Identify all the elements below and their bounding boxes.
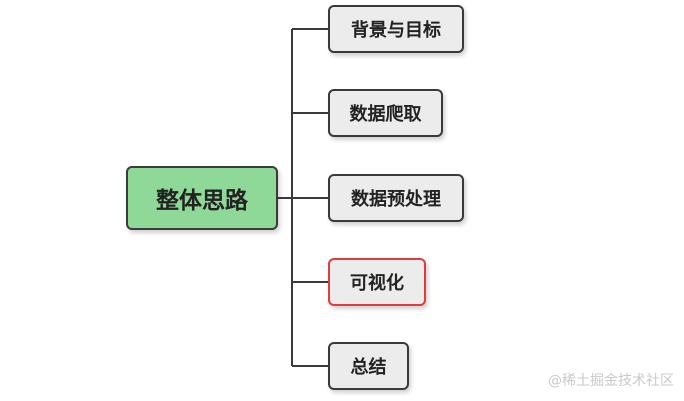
node-background-and-goals[interactable]: 背景与目标 xyxy=(328,5,464,53)
node-data-preprocessing[interactable]: 数据预处理 xyxy=(328,174,464,222)
node-label: 数据爬取 xyxy=(349,104,422,125)
node-label: 背景与目标 xyxy=(351,20,441,41)
node-label: 总结 xyxy=(350,357,387,378)
watermark-text: @稀土掘金技术社区 xyxy=(548,373,674,389)
node-data-crawling[interactable]: 数据爬取 xyxy=(328,89,443,137)
node-label: 可视化 xyxy=(350,273,404,294)
node-summary[interactable]: 总结 xyxy=(328,342,409,390)
root-node-label: 整体思路 xyxy=(156,188,248,214)
root-node[interactable]: 整体思路 xyxy=(126,166,278,230)
node-label: 数据预处理 xyxy=(351,189,441,210)
node-visualization-highlighted[interactable]: 可视化 xyxy=(328,258,426,306)
